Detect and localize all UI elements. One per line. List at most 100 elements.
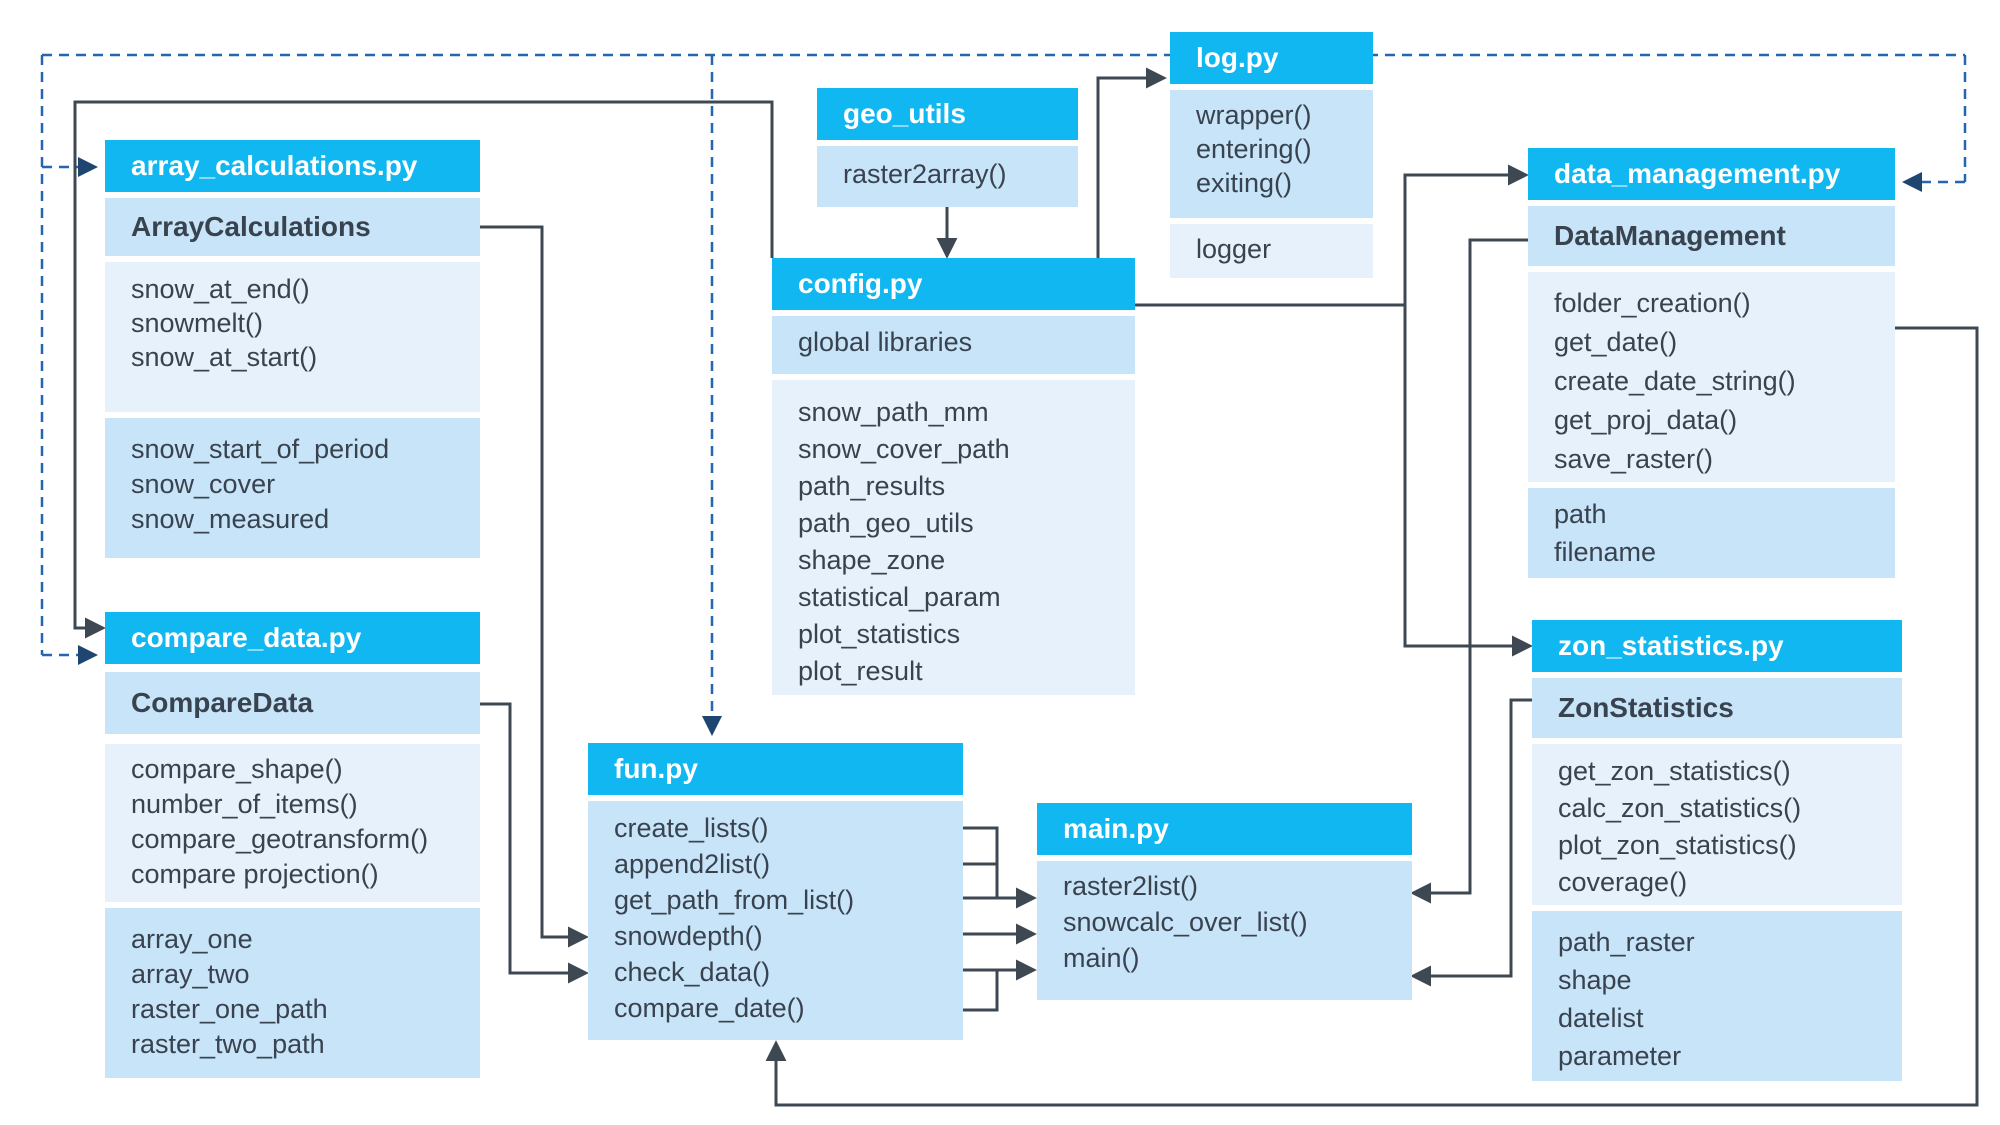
function-item: create_lists() — [614, 813, 769, 843]
module-header-array-calculations: array_calculations.py — [105, 140, 480, 192]
attribute-item: raster_two_path — [131, 1029, 325, 1059]
attribute-item: plot_statistics — [798, 619, 961, 649]
attribute-item: array_two — [131, 959, 250, 989]
function-item: check_data() — [614, 957, 771, 987]
connector-datamanagement-to-fun-loop — [765, 326, 1979, 1107]
function-item: raster2array() — [843, 159, 1007, 189]
methods-section-array-calculations: snow_at_end() snowmelt() snow_at_start() — [105, 262, 480, 412]
globals-section-config: global libraries — [772, 316, 1135, 374]
attribute-item: path — [1554, 499, 1607, 529]
module-header-config: config.py — [772, 258, 1135, 310]
method-item: compare_geotransform() — [131, 824, 429, 854]
methods-section-compare-data: compare_shape() number_of_items() compar… — [105, 744, 480, 902]
attribute-item: path_geo_utils — [798, 508, 974, 538]
attribute-item: shape_zone — [798, 545, 946, 575]
module-box-main: main.py raster2list() snowcalc_over_list… — [1037, 803, 1412, 1000]
method-item: get_proj_data() — [1554, 405, 1738, 435]
attributes-section-compare-data: array_one array_two raster_one_path rast… — [105, 908, 480, 1078]
connector-config-to-data-management — [1135, 164, 1529, 307]
function-item: compare_date() — [614, 993, 805, 1023]
globals-label: global libraries — [798, 327, 973, 357]
connector-comparedata-to-fun — [480, 702, 589, 984]
attribute-item: path_raster — [1558, 927, 1695, 957]
connector-zonstatistics-to-main — [1410, 698, 1532, 987]
module-header-zon-statistics: zon_statistics.py — [1532, 620, 1902, 672]
attribute-item: snow_start_of_period — [131, 434, 390, 464]
attribute-item: path_results — [798, 471, 946, 501]
attributes-section-zon-statistics: path_raster shape datelist parameter — [1532, 911, 1902, 1081]
attribute-item: snow_cover_path — [798, 434, 1010, 464]
method-item: coverage() — [1558, 867, 1688, 897]
attributes-section-array-calculations: snow_start_of_period snow_cover snow_mea… — [105, 418, 480, 558]
attribute-item: snow_cover — [131, 469, 276, 499]
attribute-item: raster_one_path — [131, 994, 328, 1024]
connector-config-to-compare-data — [73, 100, 774, 639]
method-item: snowmelt() — [131, 308, 264, 338]
methods-section-zon-statistics: get_zon_statistics() calc_zon_statistics… — [1532, 744, 1902, 905]
method-item: get_date() — [1554, 327, 1678, 357]
method-item: folder_creation() — [1554, 288, 1751, 318]
attribute-item: plot_result — [798, 656, 923, 686]
module-box-zon-statistics: zon_statistics.py ZonStatistics get_zon_… — [1532, 620, 1902, 1081]
function-item: raster2list() — [1063, 871, 1199, 901]
method-item: snow_at_end() — [131, 274, 310, 304]
attribute-item: datelist — [1558, 1003, 1644, 1033]
functions-section-geo-utils: raster2array() — [817, 146, 1078, 207]
attribute-item: array_one — [131, 924, 253, 954]
attribute-item: statistical_param — [798, 582, 1001, 612]
function-item: get_path_from_list() — [614, 885, 855, 915]
module-box-compare-data: compare_data.py CompareData compare_shap… — [105, 612, 480, 1078]
attribute-item: shape — [1558, 965, 1632, 995]
module-box-data-management: data_management.py DataManagement folder… — [1528, 148, 1895, 578]
attribute-item: parameter — [1558, 1041, 1682, 1071]
function-item: append2list() — [614, 849, 771, 879]
connector-arraycalculations-to-fun — [480, 225, 589, 948]
module-box-fun: fun.py create_lists() append2list() get_… — [588, 743, 963, 1040]
method-item: entering() — [1196, 134, 1312, 164]
method-item: wrapper() — [1196, 100, 1312, 130]
module-header-fun: fun.py — [588, 743, 963, 795]
method-item: get_zon_statistics() — [1558, 756, 1791, 786]
connector-fun-stub-compare-date — [963, 970, 999, 1012]
class-name-compare-data: CompareData — [105, 672, 480, 734]
functions-section-main: raster2list() snowcalc_over_list() main(… — [1037, 861, 1412, 1000]
attributes-section-config: snow_path_mm snow_cover_path path_result… — [772, 380, 1135, 695]
attributes-section-log: logger — [1170, 224, 1373, 278]
attribute-item: snow_path_mm — [798, 397, 989, 427]
attributes-section-data-management: path filename — [1528, 488, 1895, 578]
connector-config-to-zon-statistics — [1403, 305, 1533, 657]
method-item: exiting() — [1196, 168, 1293, 198]
method-item: calc_zon_statistics() — [1558, 793, 1802, 823]
methods-section-data-management: folder_creation() get_date() create_date… — [1528, 272, 1895, 482]
connector-config-to-log — [1096, 67, 1167, 258]
attribute-item: snow_measured — [131, 504, 330, 534]
method-item: compare_shape() — [131, 754, 343, 784]
module-box-geo-utils: geo_utils raster2array() — [817, 88, 1078, 207]
method-item: compare projection() — [131, 859, 379, 889]
class-name-zon-statistics: ZonStatistics — [1532, 678, 1902, 738]
methods-section-log: wrapper() entering() exiting() — [1170, 90, 1373, 218]
function-item: snowcalc_over_list() — [1063, 907, 1308, 937]
class-name-data-management: DataManagement — [1528, 206, 1895, 266]
class-name-array-calculations: ArrayCalculations — [105, 198, 480, 256]
module-header-data-management: data_management.py — [1528, 148, 1895, 200]
module-header-log: log.py — [1170, 32, 1373, 84]
functions-section-fun: create_lists() append2list() get_path_fr… — [588, 801, 963, 1040]
module-header-compare-data: compare_data.py — [105, 612, 480, 664]
module-box-log: log.py wrapper() entering() exiting() lo… — [1170, 32, 1373, 278]
attribute-item: filename — [1554, 537, 1657, 567]
module-header-main: main.py — [1037, 803, 1412, 855]
attribute-item: logger — [1196, 234, 1272, 264]
module-header-geo-utils: geo_utils — [817, 88, 1078, 140]
method-item: snow_at_start() — [131, 342, 318, 372]
function-item: main() — [1063, 943, 1140, 973]
method-item: number_of_items() — [131, 789, 358, 819]
method-item: plot_zon_statistics() — [1558, 830, 1797, 860]
module-box-array-calculations: array_calculations.py ArrayCalculations … — [105, 140, 480, 558]
connector-datamanagement-to-main — [1410, 238, 1528, 904]
method-item: create_date_string() — [1554, 366, 1796, 396]
connector-fun-stub-create-lists — [963, 826, 999, 898]
method-item: save_raster() — [1554, 444, 1714, 474]
